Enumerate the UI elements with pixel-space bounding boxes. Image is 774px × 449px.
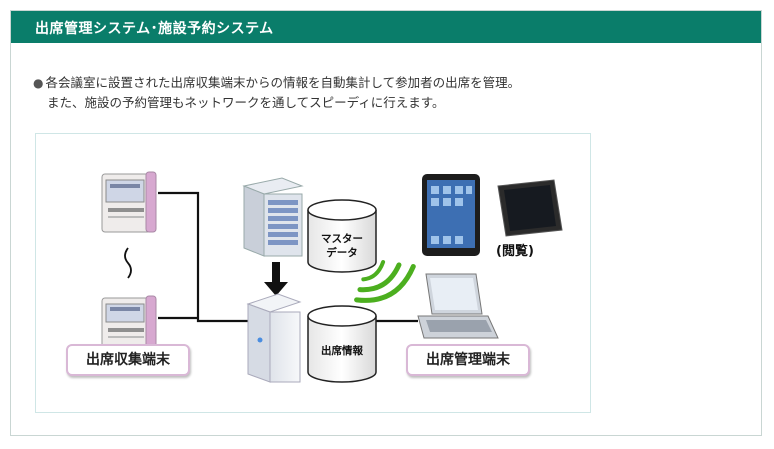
line-terminal-top: [158, 191, 254, 323]
panel-title: 出席管理システム･施設予約システム: [35, 21, 274, 37]
diagram-graphics: [101, 171, 563, 383]
database-cylinder-icon: [307, 305, 377, 383]
card-reader-icon: [101, 171, 157, 233]
card-reader-icon: [101, 295, 157, 351]
management-terminal-label: 出席管理端末: [406, 344, 530, 376]
tablet-icon: [497, 179, 563, 237]
database-cylinder-icon: [307, 199, 377, 273]
master-data-label: マスター データ: [321, 233, 363, 259]
network-lines: [158, 191, 418, 323]
system-panel: 出席管理システム･施設予約システム ●各会議室に設置された出席収集端末からの情報…: [10, 10, 762, 436]
wifi-signal-icon: [354, 260, 416, 303]
bullet-icon: ●: [33, 76, 44, 90]
down-arrow-icon: [264, 262, 288, 296]
tablet-icon: [422, 174, 480, 256]
panel-header: 出席管理システム･施設予約システム: [11, 11, 761, 43]
description-line-2: また、施設の予約管理もネットワークを通してスピーディに行えます。: [47, 95, 445, 110]
continuation-mark: [124, 247, 132, 279]
laptop-icon: [417, 273, 499, 339]
system-diagram: マスター データ 出席情報 (閲覧) 出席収集端末 出席管理端末: [35, 133, 591, 413]
collection-terminal-label: 出席収集端末: [66, 344, 190, 376]
description: ●各会議室に設置された出席収集端末からの情報を自動集計して参加者の出席を管理。 …: [33, 73, 520, 113]
server-rack-icon: [242, 177, 304, 257]
description-line-1: ●各会議室に設置された出席収集端末からの情報を自動集計して参加者の出席を管理。: [33, 75, 521, 90]
server-tower-icon: [246, 293, 302, 383]
viewing-label: (閲覧): [496, 244, 534, 259]
attendance-info-label: 出席情報: [321, 345, 363, 357]
